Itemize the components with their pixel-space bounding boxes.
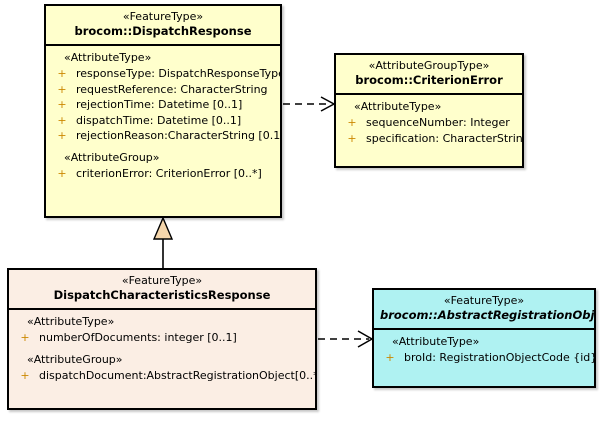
attribute-text: sequenceNumber: Integer [366,116,510,129]
connector-generalization[interactable] [152,216,174,268]
class-header-abstract-registration-object: «FeatureType» brocom::AbstractRegistrati… [374,290,594,330]
class-box-dispatch-characteristics-response[interactable]: «FeatureType» DispatchCharacteristicsRes… [7,268,317,410]
attribute-group-label: «AttributeType» [64,51,152,64]
class-stereotype: «FeatureType» [121,274,203,287]
visibility-marker: + [20,331,30,344]
visibility-marker: + [57,166,67,180]
class-header-dispatch-characteristics-response: «FeatureType» DispatchCharacteristicsRes… [9,270,315,310]
connector-dependency-registration-object[interactable] [318,330,374,348]
visibility-marker: + [385,351,395,364]
attribute-text: specification: CharacterString [366,131,524,145]
visibility-marker: + [347,131,357,145]
attribute-row[interactable]: + numberOfDocuments: integer [0..1] [13,330,311,346]
visibility-marker: + [20,368,30,382]
attribute-text: dispatchTime: Datetime [0..1] [76,113,242,127]
class-box-abstract-registration-object[interactable]: «FeatureType» brocom::AbstractRegistrati… [372,288,596,388]
attribute-group-label: «AttributeGroup» [27,352,123,366]
class-attributes-dispatch-response: «AttributeType» + responseType: Dispatch… [46,46,280,186]
attribute-text: rejectionTime: Datetime [0..1] [76,98,243,111]
attribute-text: rejectionReason:CharacterString [0.1] [76,129,282,142]
generalization-triangle-arrowhead [152,216,174,240]
attribute-text: dispatchDocument:AbstractRegistrationObj… [39,368,317,382]
dependency-open-arrowhead-registration-object [357,330,374,348]
attribute-text: criterionError: CriterionError [0..*] [76,166,262,180]
attribute-row[interactable]: + rejectionTime: Datetime [0..1] [50,97,276,113]
attribute-row[interactable]: + rejectionReason:CharacterString [0.1] [50,128,280,144]
class-stereotype: «AttributeGroupType» [368,59,490,72]
attribute-group-label: «AttributeType» [392,335,480,348]
visibility-marker: + [347,116,357,129]
attribute-row[interactable]: + criterionError: CriterionError [0..*] [50,166,276,182]
class-attributes-criterion-error: «AttributeType» + sequenceNumber: Intege… [336,95,522,151]
attribute-row[interactable]: + dispatchDocument:AbstractRegistrationO… [13,368,315,384]
dependency-open-arrowhead-criterion-error [320,96,336,112]
class-attributes-dispatch-characteristics-response: «AttributeType» + numberOfDocuments: int… [9,310,315,388]
class-attributes-abstract-registration-object: «AttributeType» + broId: RegistrationObj… [374,330,594,371]
attribute-row[interactable]: + sequenceNumber: Integer [340,115,518,131]
visibility-marker: + [57,129,67,142]
class-name: brocom::CriterionError [355,73,503,87]
class-box-criterion-error[interactable]: «AttributeGroupType» brocom::CriterionEr… [334,53,524,168]
class-header-dispatch-response: «FeatureType» brocom::DispatchResponse [46,6,280,46]
class-name: brocom::AbstractRegistrationObject [380,308,596,322]
visibility-marker: + [57,98,67,111]
attribute-text: numberOfDocuments: integer [0..1] [39,331,237,344]
class-box-dispatch-response[interactable]: «FeatureType» brocom::DispatchResponse «… [44,4,282,218]
attribute-row[interactable]: + dispatchTime: Datetime [0..1] [50,113,276,129]
attribute-text: requestReference: CharacterString [76,82,268,96]
visibility-marker: + [57,113,67,127]
attribute-group-label: «AttributeType» [27,315,115,328]
visibility-marker: + [57,82,67,96]
class-name: brocom::DispatchResponse [74,24,252,38]
attribute-group-label: «AttributeGroup» [64,150,160,164]
class-stereotype: «FeatureType» [443,294,525,307]
attribute-row[interactable]: + specification: CharacterString [340,131,522,147]
visibility-marker: + [57,67,67,80]
attribute-text: broId: RegistrationObjectCode {id} [404,351,596,364]
attribute-row[interactable]: + requestReference: CharacterString [50,82,276,98]
class-header-criterion-error: «AttributeGroupType» brocom::CriterionEr… [336,55,522,95]
connector-dependency-criterion-error[interactable] [283,96,336,112]
class-name: DispatchCharacteristicsResponse [53,288,271,302]
attribute-row[interactable]: + responseType: DispatchResponseType [50,66,280,82]
attribute-row[interactable]: + broId: RegistrationObjectCode {id} [378,350,594,366]
class-stereotype: «FeatureType» [122,10,204,23]
attribute-group-label: «AttributeType» [354,100,442,113]
attribute-text: responseType: DispatchResponseType [76,67,282,80]
